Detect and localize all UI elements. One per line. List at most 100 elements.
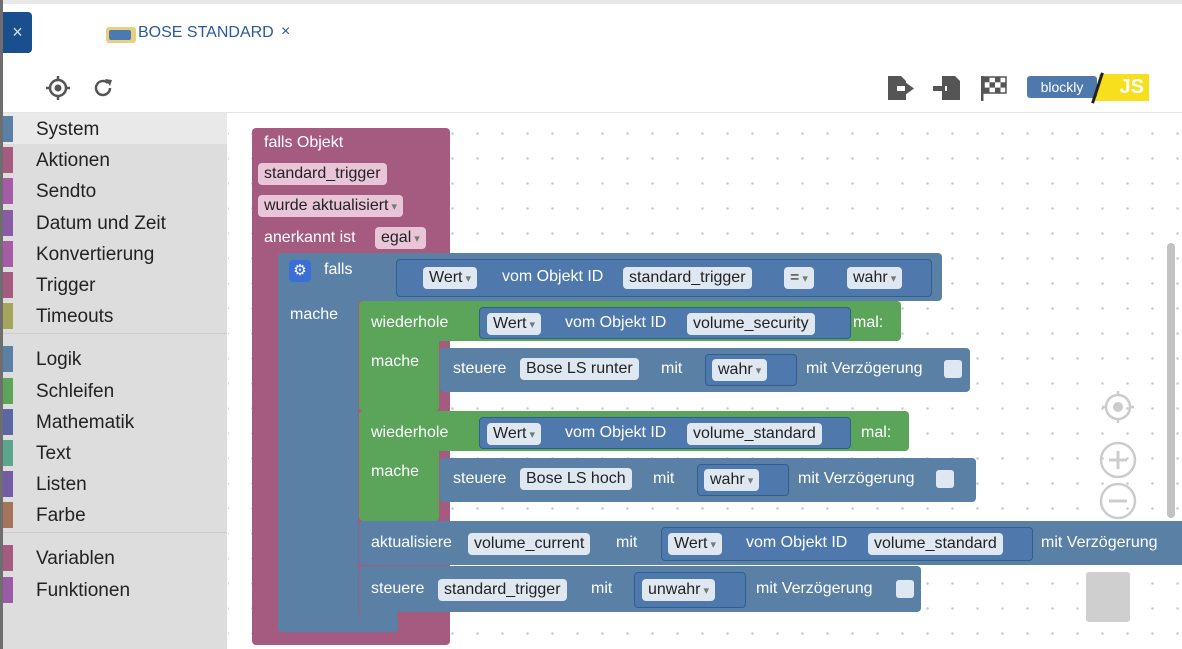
- category-mathematik[interactable]: Mathematik: [3, 406, 227, 437]
- category-label: Logik: [36, 349, 82, 371]
- repeat1-wert-dropdown[interactable]: Wert: [487, 313, 542, 335]
- blockly-label: blockly: [1027, 76, 1097, 98]
- category-color-swatch: [3, 471, 13, 498]
- category-label: Variablen: [36, 548, 115, 570]
- category-color-swatch: [3, 502, 13, 529]
- toolbar: JS blockly: [3, 64, 1182, 113]
- final-with-label: mit: [591, 580, 613, 597]
- category-variablen[interactable]: Variablen: [3, 542, 227, 573]
- final-delay-checkbox[interactable]: [896, 580, 914, 598]
- flag-icon[interactable]: [978, 73, 1008, 103]
- final-delay-label: mit Verzögerung: [756, 580, 873, 597]
- control2-value-dropdown[interactable]: wahr: [704, 469, 760, 491]
- trigger-ack-dropdown[interactable]: egal: [375, 227, 426, 249]
- if-block-footer: [278, 618, 398, 632]
- category-color-swatch: [3, 377, 13, 404]
- js-label: JS: [1093, 74, 1149, 101]
- trigger-event-dropdown[interactable]: wurde aktualisiert: [258, 195, 404, 217]
- close-panel-button[interactable]: ×: [3, 12, 32, 53]
- compare-operator-dropdown[interactable]: =: [784, 267, 814, 289]
- category-color-swatch: [3, 576, 13, 603]
- category-color-swatch: [3, 240, 13, 267]
- category-color-swatch: [3, 116, 13, 142]
- repeat1-object-field[interactable]: volume_security: [687, 313, 815, 335]
- category-color-swatch: [3, 178, 13, 205]
- final-target-field[interactable]: standard_trigger: [438, 579, 567, 601]
- category-konvertierung[interactable]: Konvertierung: [3, 238, 227, 269]
- repeat1-vom-objekt-label: vom Objekt ID: [565, 314, 667, 331]
- repeat2-wert-dropdown[interactable]: Wert: [487, 423, 542, 445]
- category-sendto[interactable]: Sendto: [3, 175, 227, 206]
- category-funktionen[interactable]: Funktionen: [3, 574, 227, 605]
- refresh-icon[interactable]: [88, 73, 118, 103]
- category-label: Mathematik: [36, 411, 135, 433]
- category-system[interactable]: System: [3, 113, 227, 145]
- if-block-body: [278, 253, 358, 631]
- category-label: Schleifen: [36, 380, 115, 402]
- control1-value-dropdown[interactable]: wahr: [712, 359, 768, 381]
- tab-bose-standard[interactable]: BOSE STANDARD ×: [77, 12, 306, 66]
- locate-icon[interactable]: [43, 73, 73, 103]
- control2-target-field[interactable]: Bose LS hoch: [520, 468, 632, 490]
- update-vom-objekt-label: vom Objekt ID: [746, 534, 848, 551]
- control1-label: steuere: [453, 360, 507, 377]
- trigger-block-body: [252, 253, 280, 633]
- category-color-swatch: [3, 439, 13, 466]
- repeat2-object-field[interactable]: volume_standard: [687, 423, 822, 445]
- category-trigger[interactable]: Trigger: [3, 269, 227, 300]
- if-do-label: mache: [290, 306, 339, 323]
- repeat2-times-label: mal:: [861, 424, 892, 441]
- vertical-scrollbar[interactable]: [1167, 243, 1175, 518]
- mutator-gear-icon[interactable]: ⚙: [289, 260, 311, 282]
- control1-target-field[interactable]: Bose LS runter: [520, 358, 639, 380]
- export-icon[interactable]: [885, 73, 915, 103]
- category-aktionen[interactable]: Aktionen: [3, 144, 227, 175]
- update-object-field[interactable]: volume_standard: [868, 533, 1003, 555]
- category-separator: [3, 532, 227, 542]
- category-schleifen[interactable]: Schleifen: [3, 375, 227, 406]
- category-logik[interactable]: Logik: [3, 343, 227, 374]
- control2-label: steuere: [453, 470, 507, 487]
- blockly-js-toggle[interactable]: JS blockly: [1023, 72, 1149, 104]
- control2-delay-checkbox[interactable]: [936, 470, 954, 488]
- category-listen[interactable]: Listen: [3, 468, 227, 499]
- tab-close-icon[interactable]: ×: [281, 23, 291, 40]
- repeat-block-2-body: [359, 411, 439, 521]
- zoom-in-icon[interactable]: [1099, 441, 1137, 479]
- category-label: Sendto: [36, 181, 97, 203]
- category-label: Text: [36, 442, 71, 464]
- zoom-out-icon[interactable]: [1099, 482, 1137, 520]
- category-label: Trigger: [36, 274, 96, 296]
- update-label: aktualisiere: [371, 534, 452, 551]
- final-value-dropdown[interactable]: unwahr: [642, 579, 716, 601]
- control1-delay-label: mit Verzögerung: [806, 360, 923, 377]
- category-timeouts[interactable]: Timeouts: [3, 300, 227, 331]
- if-wert-dropdown[interactable]: Wert: [423, 267, 478, 289]
- control1-delay-checkbox[interactable]: [944, 360, 962, 378]
- update-delay-label: mit Verzögerung: [1041, 534, 1158, 551]
- category-label: Listen: [36, 474, 87, 496]
- update-target-field[interactable]: volume_current: [468, 533, 591, 555]
- category-label: Datum und Zeit: [36, 212, 166, 234]
- update-with-label: mit: [616, 534, 638, 551]
- left-edge: [0, 0, 3, 649]
- top-border: [0, 0, 1182, 4]
- recenter-icon[interactable]: [1100, 389, 1136, 425]
- trigger-object-field[interactable]: standard_trigger: [258, 163, 387, 185]
- repeat2-vom-objekt-label: vom Objekt ID: [565, 424, 667, 441]
- category-text[interactable]: Text: [3, 437, 227, 468]
- category-datum-und-zeit[interactable]: Datum und Zeit: [3, 207, 227, 238]
- blockly-workspace[interactable]: falls Objekt standard_trigger wurde aktu…: [228, 113, 1182, 649]
- if-object-field[interactable]: standard_trigger: [623, 267, 752, 289]
- import-icon[interactable]: [932, 73, 962, 103]
- trash-icon[interactable]: [1086, 572, 1130, 622]
- category-color-swatch: [3, 346, 13, 373]
- category-farbe[interactable]: Farbe: [3, 499, 227, 530]
- category-color-swatch: [3, 303, 13, 330]
- update-wert-dropdown[interactable]: Wert: [668, 533, 723, 555]
- category-color-swatch: [3, 147, 13, 174]
- if-value-dropdown[interactable]: wahr: [847, 267, 903, 289]
- trigger-ack-label: anerkannt ist: [264, 229, 356, 246]
- category-label: System: [36, 119, 100, 140]
